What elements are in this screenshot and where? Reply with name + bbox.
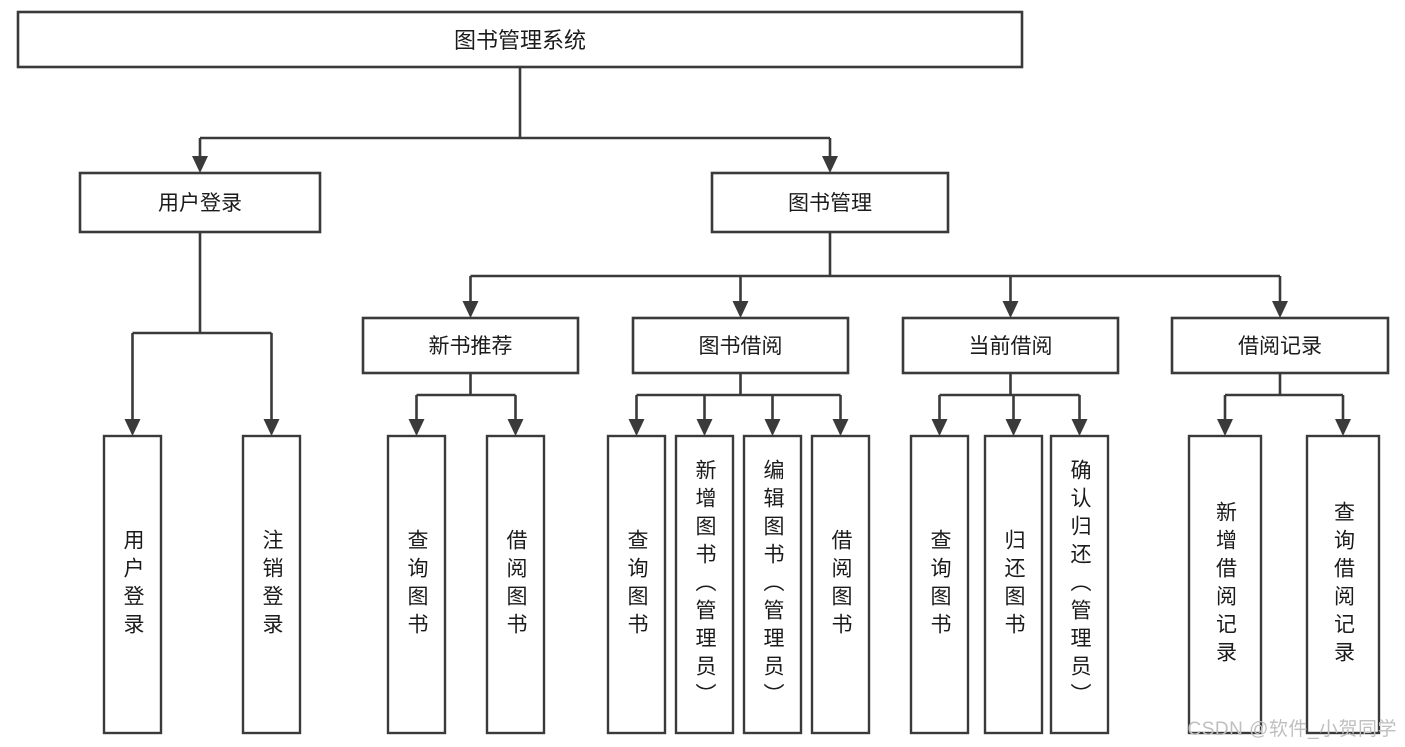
- arrow-head: [1071, 419, 1088, 436]
- node-box-leaf-return-book[interactable]: [983, 434, 1044, 735]
- node-box-leaf-query-book-1[interactable]: [386, 434, 447, 735]
- node-box-leaf-borrow-book-2[interactable]: [810, 434, 871, 735]
- node-box-borrow-record[interactable]: [1170, 316, 1390, 375]
- node-box-leaf-add-record[interactable]: [1187, 434, 1263, 735]
- arrow-head: [628, 419, 645, 436]
- node-label-new-book-rec: 新书推荐: [429, 335, 513, 358]
- node-box-current-borrow[interactable]: [901, 316, 1120, 375]
- node-box-user-login[interactable]: [78, 171, 322, 234]
- node-box-leaf-query-record[interactable]: [1305, 434, 1381, 735]
- node-box-book-borrow[interactable]: [631, 316, 850, 375]
- arrow-head: [124, 419, 141, 436]
- node-box-leaf-query-book-2[interactable]: [606, 434, 667, 735]
- node-label-book-manage: 图书管理: [788, 192, 872, 215]
- node-box-leaf-borrow-book-1[interactable]: [485, 434, 546, 735]
- node-box-leaf-confirm-return[interactable]: [1049, 434, 1110, 735]
- arrow-head: [1272, 301, 1288, 318]
- node-box-root[interactable]: [16, 10, 1024, 69]
- node-label-root: 图书管理系统: [454, 28, 586, 53]
- arrow-head: [1002, 301, 1019, 318]
- arrow-head: [462, 301, 479, 318]
- node-box-leaf-add-book[interactable]: [674, 434, 735, 735]
- arrow-head: [931, 419, 948, 436]
- arrow-head: [1335, 419, 1351, 436]
- arrow-head: [832, 419, 849, 436]
- node-box-leaf-user-logout[interactable]: [241, 434, 302, 735]
- arrow-head: [408, 419, 425, 436]
- node-label-book-borrow: 图书借阅: [699, 335, 783, 358]
- node-box-leaf-edit-book[interactable]: [742, 434, 803, 735]
- arrow-head: [507, 419, 524, 436]
- arrow-head: [822, 156, 838, 173]
- connector-layer: [124, 67, 1351, 436]
- node-label-current-borrow: 当前借阅: [969, 335, 1053, 358]
- arrow-head: [192, 156, 208, 173]
- arrow-head: [1217, 419, 1233, 436]
- arrow-head: [1005, 419, 1022, 436]
- node-box-new-book-rec[interactable]: [361, 316, 580, 375]
- watermark: CSDN @软件_小贺同学: [1187, 719, 1397, 740]
- arrow-head: [732, 301, 749, 318]
- node-label-user-login: 用户登录: [158, 192, 242, 215]
- arrow-head: [263, 419, 280, 436]
- node-label-borrow-record: 借阅记录: [1238, 335, 1322, 358]
- node-box-leaf-user-login[interactable]: [102, 434, 163, 735]
- arrow-head: [764, 419, 781, 436]
- node-box-book-manage[interactable]: [710, 171, 950, 234]
- arrow-head: [696, 419, 713, 436]
- box-layer: [16, 10, 1390, 735]
- node-box-leaf-query-book-3[interactable]: [909, 434, 970, 735]
